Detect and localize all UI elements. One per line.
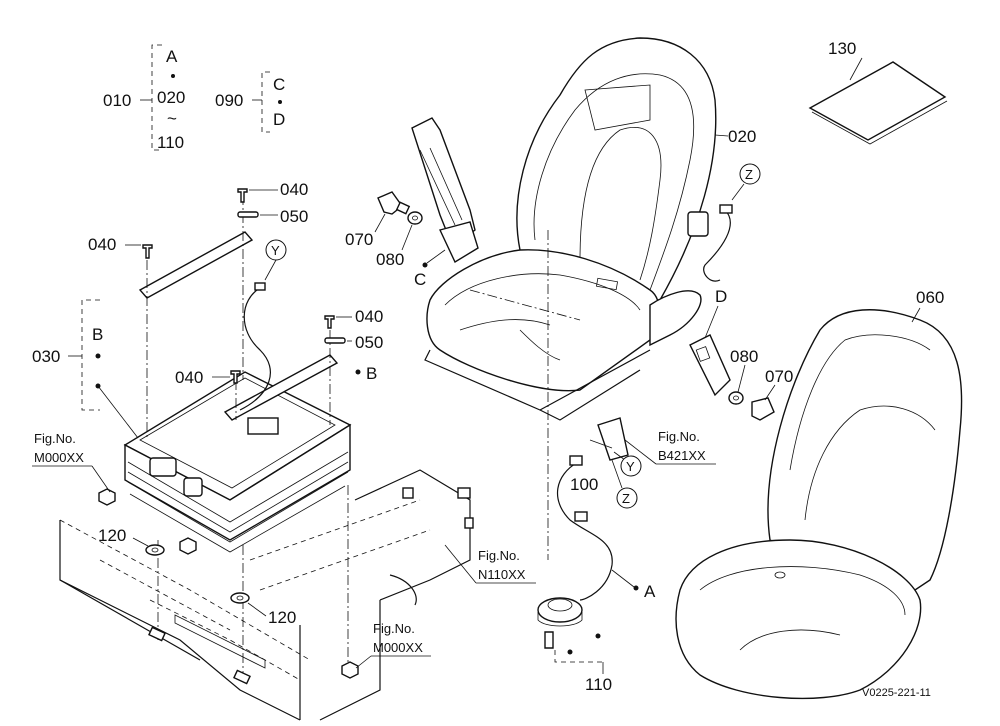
label-A-range-start: A xyxy=(166,47,178,66)
label-D-range-end: D xyxy=(273,110,285,129)
figref-code-b421xx: B421XX xyxy=(658,448,706,463)
label-050-mid: 050 xyxy=(355,333,383,352)
bolt-040-top: 040 xyxy=(237,180,308,203)
label-range-tilde: ~ xyxy=(167,109,177,128)
figref-code-n110xx: N110XX xyxy=(478,567,526,582)
label-060: 060 xyxy=(916,288,944,307)
washer-080-left: 080 xyxy=(376,211,423,269)
part-130-manual: 130 xyxy=(808,39,948,145)
callout-B-rail: B xyxy=(355,364,377,383)
nut-mid xyxy=(179,537,197,555)
grommet-120-left: 120 xyxy=(98,526,165,556)
label-100: 100 xyxy=(570,475,598,494)
label-120-left: 120 xyxy=(98,526,126,545)
seat-020: 020 xyxy=(424,37,756,560)
nut-left xyxy=(98,488,116,506)
assembly-key-010: 010 A 020 ~ 110 xyxy=(103,44,185,152)
figref-n110xx: Fig.No. N110XX xyxy=(444,544,536,584)
label-Z-harness: Z xyxy=(745,167,753,182)
figref-label-3: Fig.No. xyxy=(373,621,415,636)
label-C-range-start: C xyxy=(273,75,285,94)
label-070-right: 070 xyxy=(765,367,793,386)
label-130: 130 xyxy=(828,39,856,58)
bolt-040-left: 040 xyxy=(88,235,153,259)
label-040-plate: 040 xyxy=(175,368,203,387)
grommet-120-bottom: 120 xyxy=(230,592,296,627)
label-090: 090 xyxy=(215,91,243,110)
switch-bracket: Fig.No. B421XX Y Z xyxy=(589,417,716,509)
label-B-right: B xyxy=(366,364,377,383)
label-B-left: B xyxy=(92,325,103,344)
figref-code-m000xx-left: M000XX xyxy=(34,450,84,465)
buzzer-110: 110 xyxy=(537,597,612,694)
seat-belt-buckle: D xyxy=(689,287,731,397)
seat-060: 060 xyxy=(675,288,963,700)
harness-100: 100 A xyxy=(556,455,656,601)
label-Y-seat: Y xyxy=(271,243,280,258)
label-040-left: 040 xyxy=(88,235,116,254)
label-080-right: 080 xyxy=(730,347,758,366)
label-030: 030 xyxy=(32,347,60,366)
seat-belt: C xyxy=(411,117,479,289)
nut-bottom xyxy=(341,661,359,679)
figref-label-2: Fig.No. xyxy=(478,548,520,563)
seat-suspension-030: 030 B xyxy=(32,195,352,680)
label-110: 110 xyxy=(585,675,612,694)
label-A-wire: A xyxy=(644,582,656,601)
label-010: 010 xyxy=(103,91,131,110)
figref-m000xx-left: Fig.No. M000XX xyxy=(32,431,111,493)
label-D-buckle: D xyxy=(715,287,727,306)
bolt-070-right: 070 xyxy=(751,367,793,421)
figref-code-m000xx-bottom: M000XX xyxy=(373,640,423,655)
figref-label-1: Fig.No. xyxy=(34,431,76,446)
assembly-key-090: 090 C D xyxy=(215,71,285,133)
label-C-belt: C xyxy=(414,270,426,289)
label-040-top: 040 xyxy=(280,180,308,199)
label-080-left: 080 xyxy=(376,250,404,269)
label-120-bottom: 120 xyxy=(268,608,296,627)
label-040-mid: 040 xyxy=(355,307,383,326)
label-Z-switch: Z xyxy=(622,491,630,506)
label-050-top: 050 xyxy=(280,207,308,226)
bolt-040-plate: 040 xyxy=(175,368,241,387)
bolt-040-mid: 040 xyxy=(324,307,383,329)
seat-switch-harness: Y xyxy=(239,239,287,411)
figref-m000xx-bottom: Fig.No. M000XX xyxy=(355,621,431,669)
drawing-code: V0225-221-11 xyxy=(862,687,931,699)
backrest-harness: Z xyxy=(703,163,761,282)
label-110-range-end: 110 xyxy=(157,133,184,152)
label-020: 020 xyxy=(728,127,756,146)
label-020-range: 020 xyxy=(157,88,185,107)
bolt-070-left: 070 xyxy=(345,191,411,249)
pin-050-top: 050 xyxy=(237,207,308,226)
label-Y-switch: Y xyxy=(626,459,635,474)
label-070-left: 070 xyxy=(345,230,373,249)
washer-080-right: 080 xyxy=(728,347,758,405)
figref-label-4: Fig.No. xyxy=(658,429,700,444)
floor-frame xyxy=(59,469,474,721)
pin-050-mid: 050 xyxy=(324,333,383,352)
